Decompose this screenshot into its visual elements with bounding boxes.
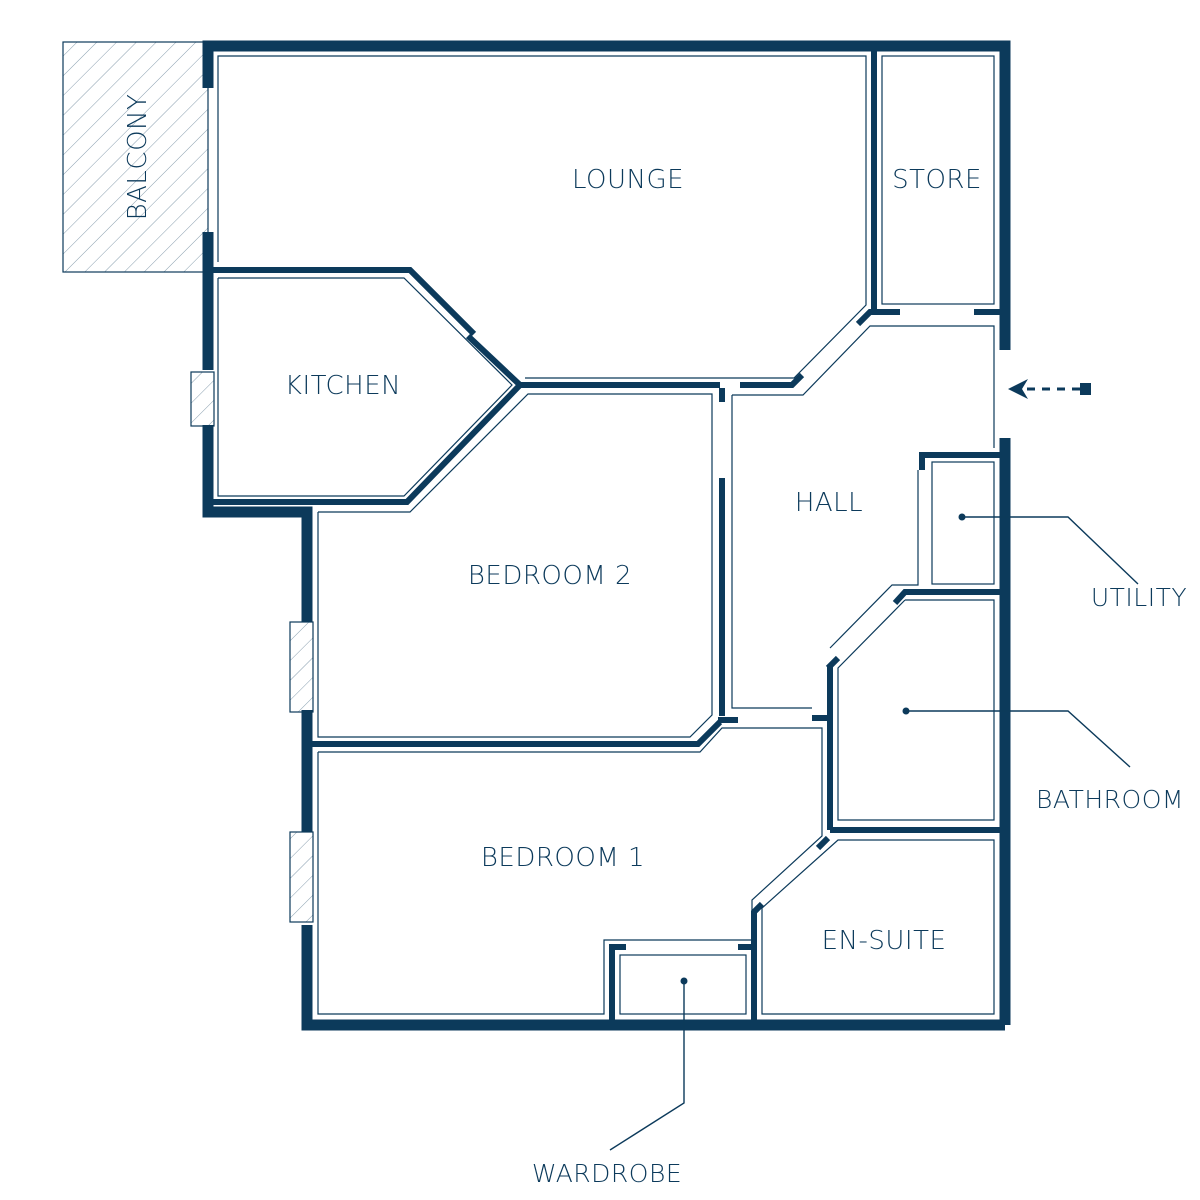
bedroom2-label: BEDROOM 2 [468,561,632,591]
callout-wardrobe: WARDROBE [532,977,688,1188]
callout-utility: UTILITY [958,513,1187,612]
utility-label: UTILITY [1091,583,1187,612]
balcony: BALCONY [62,41,209,273]
inner-outlines [217,55,995,1015]
windows [190,371,314,923]
kitchen-label: KITCHEN [285,371,401,401]
bedroom1-window [289,831,314,923]
ensuite-label: EN-SUITE [822,926,947,956]
bedroom2-window [289,621,314,713]
store-label: STORE [892,165,982,195]
room-labels: LOUNGE STORE KITCHEN HALL BEDROOM 2 BEDR… [285,165,982,956]
exterior-walls [202,40,1011,1031]
bathroom-label: BATHROOM [1036,785,1184,814]
internal-walls [212,50,1000,1022]
bedroom1-label: BEDROOM 1 [481,843,645,873]
balcony-label: BALCONY [123,94,153,221]
lounge-label: LOUNGE [572,165,684,195]
dashed-arrow-left-icon [1008,379,1091,399]
kitchen-window [190,371,215,427]
wardrobe-label: WARDROBE [532,1159,682,1188]
callout-bathroom: BATHROOM [902,707,1184,814]
hall-label: HALL [795,488,863,518]
